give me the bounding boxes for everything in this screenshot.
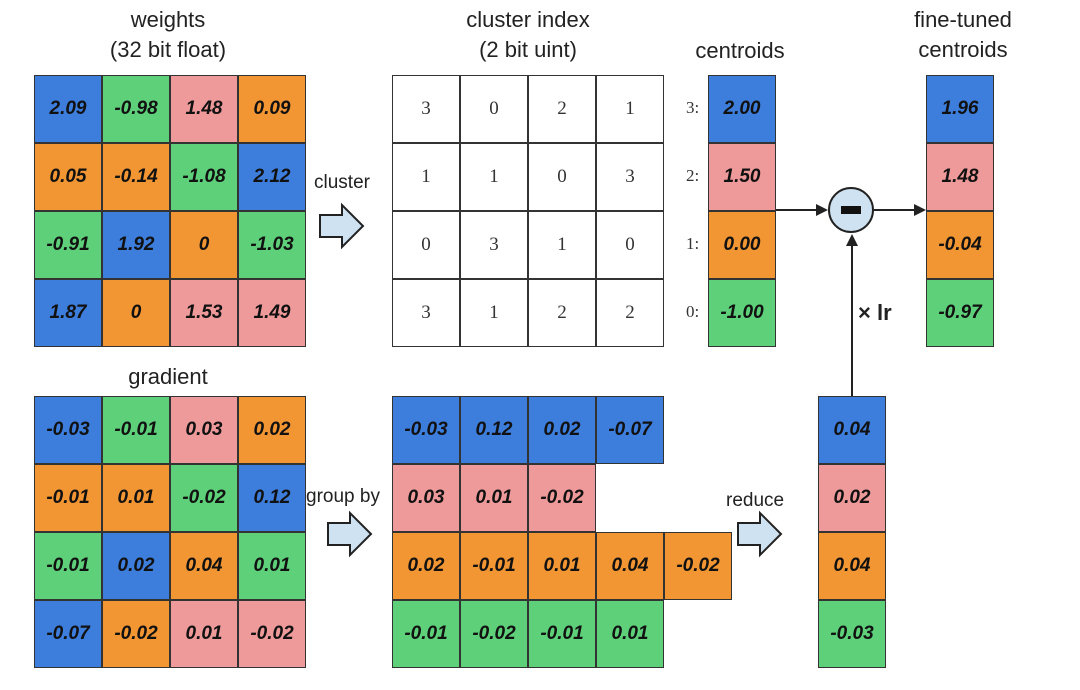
cluster-index-cell: 3: [596, 143, 664, 211]
centroid-index-label: 1:: [686, 234, 700, 253]
grouped-gradient-cell: -0.02: [460, 600, 528, 668]
grouped-gradient-cell: 0.01: [596, 600, 664, 668]
minus-to-finetuned-arrowhead-icon: [914, 204, 926, 216]
weight-cell: 1.87: [34, 279, 102, 347]
grouped-gradient-cell: 0.01: [460, 464, 528, 532]
centroid-cell: 0.00: [708, 211, 776, 279]
weight-cell: 1.92: [102, 211, 170, 279]
lr-label: × lr: [858, 300, 892, 325]
fine-tuned-centroid-cell: 1.96: [926, 75, 994, 143]
gradient-cell: 0.12: [238, 464, 306, 532]
gradient-cell: 0.01: [102, 464, 170, 532]
cluster-index-cell: 2: [528, 75, 596, 143]
cluster-index-cell: 1: [460, 279, 528, 347]
centroid-cell: 1.50: [708, 143, 776, 211]
group-by-arrow-icon: [327, 510, 373, 558]
gradient-cell: -0.01: [34, 532, 102, 600]
grouped-gradient-cell: -0.03: [392, 396, 460, 464]
grouped-gradient-cell: 0.01: [528, 532, 596, 600]
reduced-gradient-cell: -0.03: [818, 600, 886, 668]
grouped-gradient-cell: 0.02: [528, 396, 596, 464]
gradient-title: gradient: [128, 364, 208, 389]
cluster-index-cell: 3: [392, 279, 460, 347]
reduced-gradient-cell: 0.04: [818, 532, 886, 600]
centroid-cell: 2.00: [708, 75, 776, 143]
gradient-cell: -0.02: [238, 600, 306, 668]
weights-title: weights (32 bit float): [109, 7, 227, 62]
cluster-index-cell: 1: [528, 211, 596, 279]
gradient-cell: -0.01: [34, 464, 102, 532]
cluster-index-cell: 0: [460, 75, 528, 143]
cluster-arrow-icon: [319, 202, 365, 250]
group-by-label: group by: [306, 486, 380, 507]
cluster-index-cell: 2: [528, 279, 596, 347]
gradient-cell: 0.03: [170, 396, 238, 464]
cluster-index-cell: 0: [392, 211, 460, 279]
weight-cell: 0.05: [34, 143, 102, 211]
weight-cell: 1.49: [238, 279, 306, 347]
fine-tuned-centroid-cell: -0.97: [926, 279, 994, 347]
cluster-index-title: cluster index (2 bit uint): [466, 7, 590, 62]
weight-cell: 0.09: [238, 75, 306, 143]
cluster-index-cell: 3: [392, 75, 460, 143]
reduce-arrow-icon: [737, 510, 783, 558]
reduce-label: reduce: [726, 490, 785, 511]
gradient-cell: 0.04: [170, 532, 238, 600]
gradient-cell: -0.02: [102, 600, 170, 668]
centroid-index-label: 3:: [686, 98, 700, 117]
grouped-gradient-cell: -0.02: [664, 532, 732, 600]
gradient-cell: -0.02: [170, 464, 238, 532]
grouped-gradient-cell: -0.02: [528, 464, 596, 532]
gradient-cell: -0.03: [34, 396, 102, 464]
gradient-cell: 0.01: [238, 532, 306, 600]
grouped-gradient-cell: 0.04: [596, 532, 664, 600]
weight-cell: -1.03: [238, 211, 306, 279]
weight-cell: 1.48: [170, 75, 238, 143]
cluster-index-cell: 1: [460, 143, 528, 211]
gradient-cell: 0.01: [170, 600, 238, 668]
weight-cell: 2.12: [238, 143, 306, 211]
grouped-gradient-cell: 0.03: [392, 464, 460, 532]
gradient-cell: 0.02: [238, 396, 306, 464]
cluster-index-cell: 0: [596, 211, 664, 279]
grouped-gradient-cell: -0.01: [460, 532, 528, 600]
reduced-to-minus-arrowhead-icon: [846, 234, 858, 246]
weight-cell: 0: [102, 279, 170, 347]
gradient-cell: -0.01: [102, 396, 170, 464]
weight-cell: 1.53: [170, 279, 238, 347]
weight-cell: -1.08: [170, 143, 238, 211]
grouped-gradient-cell: -0.01: [392, 600, 460, 668]
fine-tuned-centroid-cell: 1.48: [926, 143, 994, 211]
weight-cell: -0.98: [102, 75, 170, 143]
cluster-label: cluster: [314, 172, 370, 193]
cluster-index-cell: 1: [392, 143, 460, 211]
fine-tuned-centroids-title: fine-tuned centroids: [914, 7, 1012, 62]
centroid-cell: -1.00: [708, 279, 776, 347]
centroids-title: centroids: [695, 38, 785, 63]
grouped-gradient-cell: 0.12: [460, 396, 528, 464]
centroids-to-minus-arrowhead-icon: [816, 204, 828, 216]
grouped-gradient-cell: -0.07: [596, 396, 664, 464]
centroid-index-label: 0:: [686, 302, 700, 321]
reduced-gradient-cell: 0.02: [818, 464, 886, 532]
gradient-cell: -0.07: [34, 600, 102, 668]
centroid-index-label: 2:: [686, 166, 700, 185]
cluster-index-cell: 2: [596, 279, 664, 347]
weight-cell: 2.09: [34, 75, 102, 143]
reduced-gradient-cell: 0.04: [818, 396, 886, 464]
grouped-gradient-cell: -0.01: [528, 600, 596, 668]
weight-cell: 0: [170, 211, 238, 279]
cluster-index-cell: 1: [596, 75, 664, 143]
cluster-index-cell: 0: [528, 143, 596, 211]
grouped-gradient-cell: 0.02: [392, 532, 460, 600]
fine-tuned-centroid-cell: -0.04: [926, 211, 994, 279]
gradient-cell: 0.02: [102, 532, 170, 600]
cluster-index-cell: 3: [460, 211, 528, 279]
weight-cell: -0.91: [34, 211, 102, 279]
weight-cell: -0.14: [102, 143, 170, 211]
